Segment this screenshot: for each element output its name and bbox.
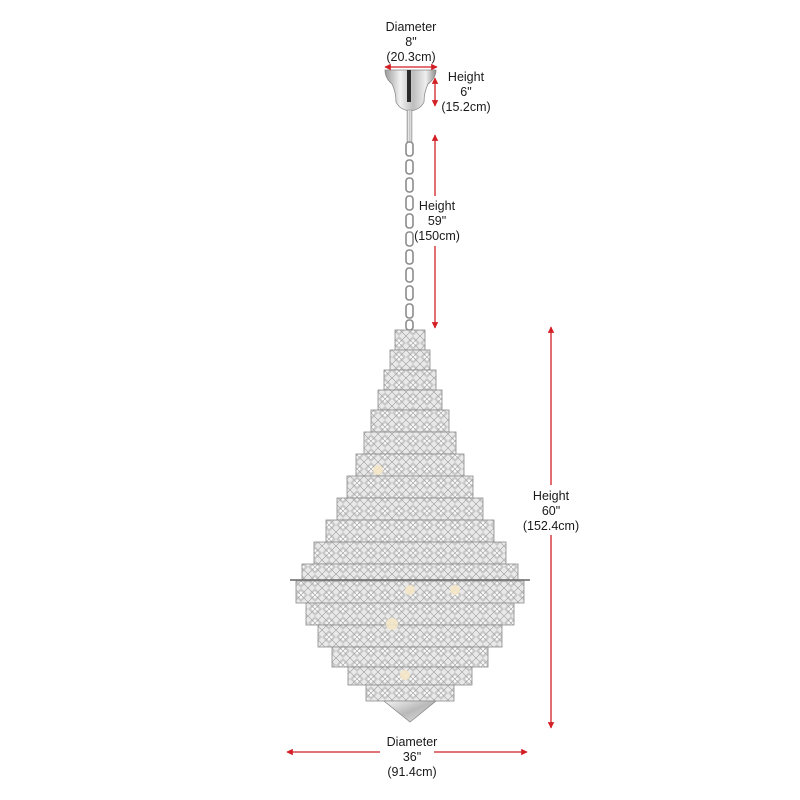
- dimension-metric: (20.3cm): [386, 50, 436, 64]
- dimension-imperial: 8": [405, 35, 417, 49]
- dimension-arrows: [286, 63, 555, 756]
- body-height-label: Height 60" (152.4cm): [523, 489, 579, 534]
- crystal-body: [290, 329, 530, 723]
- dimension-metric: (152.4cm): [522, 519, 580, 533]
- canopy-diameter-label: Diameter 8" (20.3cm): [386, 20, 437, 65]
- dimension-metric: (150cm): [414, 229, 460, 243]
- canopy-height-label: Height 6" (15.2cm): [441, 70, 490, 115]
- dimension-imperial: 59": [427, 214, 447, 228]
- dimension-title: Height: [418, 199, 456, 213]
- dimension-metric: (15.2cm): [441, 100, 491, 114]
- dimension-title: Height: [447, 70, 485, 84]
- dimension-title: Diameter: [385, 20, 437, 34]
- canopy: [384, 69, 437, 143]
- dimension-metric: (91.4cm): [387, 765, 437, 779]
- dimension-imperial: 60": [541, 504, 561, 518]
- dimension-imperial: 36": [402, 750, 422, 764]
- dimension-title: Diameter: [386, 735, 438, 749]
- chain-height-label: Height 59" (150cm): [414, 199, 460, 244]
- chain: [405, 141, 414, 331]
- body-diameter-label: Diameter 36" (91.4cm): [387, 735, 438, 780]
- dimension-title: Height: [532, 489, 570, 503]
- dimension-imperial: 6": [460, 85, 472, 99]
